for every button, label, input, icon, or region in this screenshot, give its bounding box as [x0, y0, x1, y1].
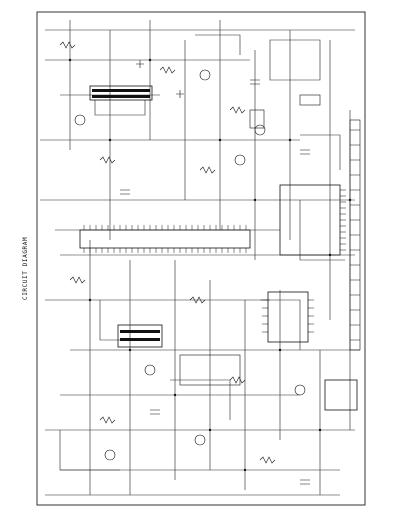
connector	[349, 119, 361, 351]
ic-block	[79, 85, 358, 411]
wiring	[40, 20, 360, 496]
junctions	[68, 58, 352, 472]
sheet-border	[36, 11, 366, 506]
ic-pins	[83, 189, 346, 333]
bus-bars	[92, 89, 160, 341]
diagram-title: CIRCUIT DIAGRAM	[22, 236, 29, 300]
components	[59, 41, 321, 485]
